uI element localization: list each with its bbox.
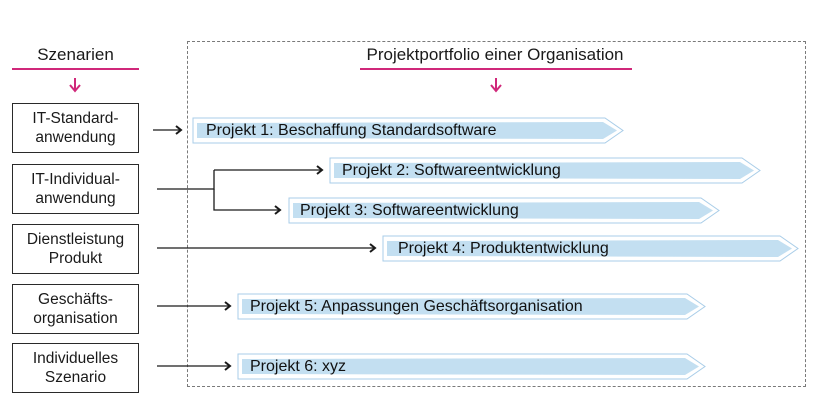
project-arrow-4: Projekt 4: Produktentwicklung <box>382 234 800 263</box>
project-label-3: Projekt 3: Softwareentwicklung <box>300 202 519 219</box>
project-label-4: Projekt 4: Produktentwicklung <box>398 240 609 257</box>
project-arrow-5: Projekt 5: Anpassungen Geschäftsorganisa… <box>237 292 707 321</box>
scenario-box-it-individual: IT-Individual- anwendung <box>12 164 139 214</box>
scenario-box-it-standard: IT-Standard- anwendung <box>12 103 139 153</box>
portfolio-down-arrow-icon <box>490 78 502 93</box>
project-label-5: Projekt 5: Anpassungen Geschäftsorganisa… <box>250 298 583 315</box>
project-arrow-2: Projekt 2: Softwareentwicklung <box>329 156 762 185</box>
scenario-box-geschaeftsorganisation: Geschäfts- organisation <box>12 284 139 334</box>
scenarios-down-arrow-icon <box>69 78 81 93</box>
scenario-box-individuelles-szenario: Individuelles Szenario <box>12 343 139 393</box>
portfolio-heading: Projektportfolio einer Organisation <box>366 45 624 64</box>
portfolio-heading-rule <box>360 68 632 70</box>
portfolio-frame <box>187 41 806 387</box>
project-label-1: Projekt 1: Beschaffung Standardsoftware <box>206 122 497 139</box>
project-arrow-1: Projekt 1: Beschaffung Standardsoftware <box>192 116 625 145</box>
scenarios-heading: Szenarien <box>37 45 114 64</box>
project-label-2: Projekt 2: Softwareentwicklung <box>342 162 561 179</box>
project-label-6: Projekt 6: xyz <box>250 358 347 375</box>
project-arrow-6: Projekt 6: xyz <box>237 352 707 381</box>
scenarios-heading-rule <box>12 68 139 70</box>
scenario-box-dienstleistung: Dienstleistung Produkt <box>12 224 139 274</box>
project-arrow-3: Projekt 3: Softwareentwicklung <box>288 196 721 225</box>
